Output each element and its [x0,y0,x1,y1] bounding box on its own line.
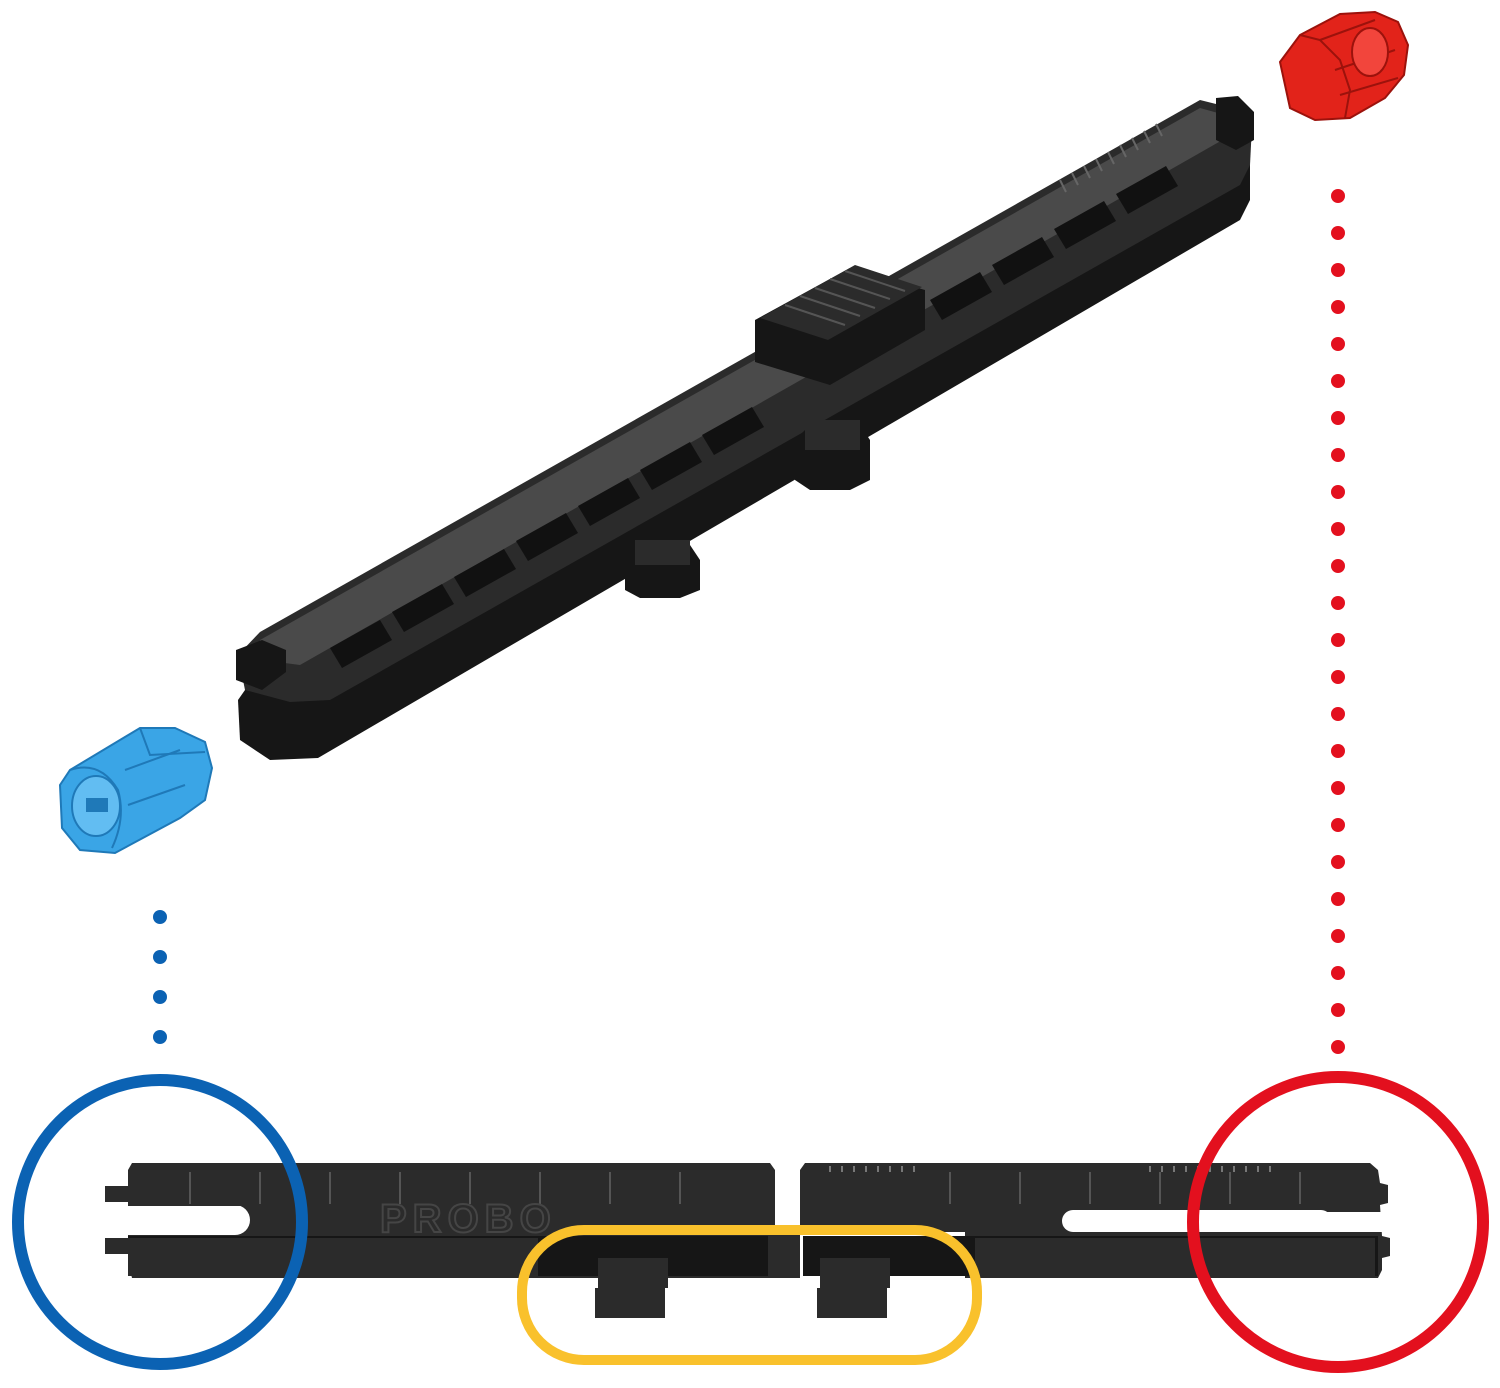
bar-pegs [595,1258,890,1318]
beam-grip [1059,123,1163,193]
brand-text: PROBO [380,1197,557,1241]
blue-highlight-circle [12,1074,308,1370]
red-guide-dot [1331,633,1345,647]
red-highlight-circle [1187,1071,1489,1373]
red-dotted-guide [1331,189,1345,1054]
connector-cap-red [1278,10,1410,122]
red-guide-dot [1331,1040,1345,1054]
red-guide-dot [1331,374,1345,388]
red-guide-dot [1331,559,1345,573]
red-guide-dot [1331,337,1345,351]
red-guide-dot [1331,818,1345,832]
yellow-highlight-pill [517,1225,982,1365]
red-guide-dot [1331,485,1345,499]
blue-dotted-guide [153,910,167,1044]
beam-slots [330,166,1178,668]
red-guide-dot [1331,263,1345,277]
red-guide-dot [1331,226,1345,240]
red-guide-dot [1331,670,1345,684]
red-guide-dot [1331,596,1345,610]
red-guide-dot [1331,300,1345,314]
red-guide-dot [1331,707,1345,721]
isometric-beam [236,96,1254,760]
red-guide-dot [1331,1003,1345,1017]
connector-cap-blue [58,727,214,855]
red-guide-dot [1331,744,1345,758]
red-guide-dot [1331,522,1345,536]
side-view-bar: PROBO [105,1163,1390,1318]
red-guide-dot [1331,855,1345,869]
red-guide-dot [1331,892,1345,906]
beam-center-block [755,265,925,385]
red-guide-dot [1331,189,1345,203]
red-guide-dot [1331,781,1345,795]
red-guide-dot [1331,929,1345,943]
beam-pegs [625,420,870,598]
red-guide-dot [1331,411,1345,425]
red-guide-dot [1331,966,1345,980]
red-guide-dot [1331,448,1345,462]
